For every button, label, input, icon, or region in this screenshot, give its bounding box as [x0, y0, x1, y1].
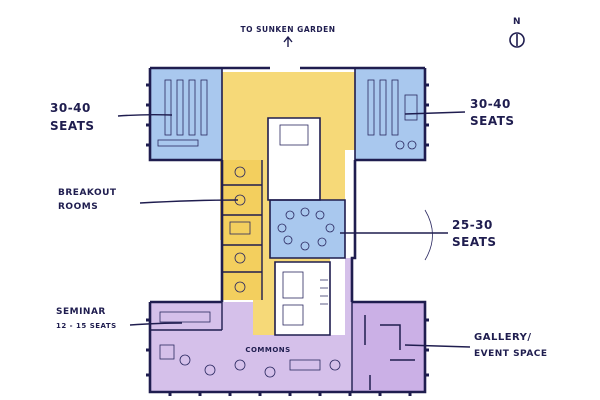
center-room-seats-label-line2: SEATS [452, 235, 497, 249]
commons-furniture [159, 311, 341, 378]
breakout-rooms-label-line1: BREAKOUT [58, 188, 117, 198]
building-walls [146, 66, 429, 396]
gallery-label-line2: EVENT SPACE [474, 349, 548, 359]
leader-lines [117, 35, 471, 348]
left-wing-classroom [150, 68, 222, 160]
right-wing-furniture [367, 79, 418, 150]
core-fixtures [279, 124, 328, 326]
service-core [268, 118, 320, 200]
north-label: N [513, 17, 521, 27]
left-wing-seats-label-line2: SEATS [50, 119, 95, 133]
commons-label: COMMONS [245, 346, 290, 354]
left-wing-seats-label-line1: 30-40 [50, 101, 91, 115]
top-note-label: TO SUNKEN GARDEN [240, 25, 335, 34]
gallery-zone [352, 302, 425, 392]
breakout-rooms-label-line2: ROOMS [58, 202, 98, 212]
seminar-label-line2: 12 - 15 SEATS [56, 322, 117, 330]
service-core-lower [275, 262, 330, 335]
north-arrow [509, 32, 525, 48]
gallery-walls [364, 315, 415, 390]
right-wing-seats-label-line2: SEATS [470, 114, 515, 128]
center-classroom [270, 200, 345, 258]
right-exterior-curve [424, 209, 433, 261]
breakout-rooms-zone [222, 160, 262, 300]
center-room-furniture [277, 207, 335, 251]
seminar-label-line1: SEMINAR [56, 307, 106, 317]
right-wing-seats-label-line1: 30-40 [470, 97, 511, 111]
gallery-label-line1: GALLERY/ [474, 332, 532, 343]
center-room-seats-label-line1: 25-30 [452, 218, 493, 232]
left-wing-furniture [157, 79, 208, 147]
